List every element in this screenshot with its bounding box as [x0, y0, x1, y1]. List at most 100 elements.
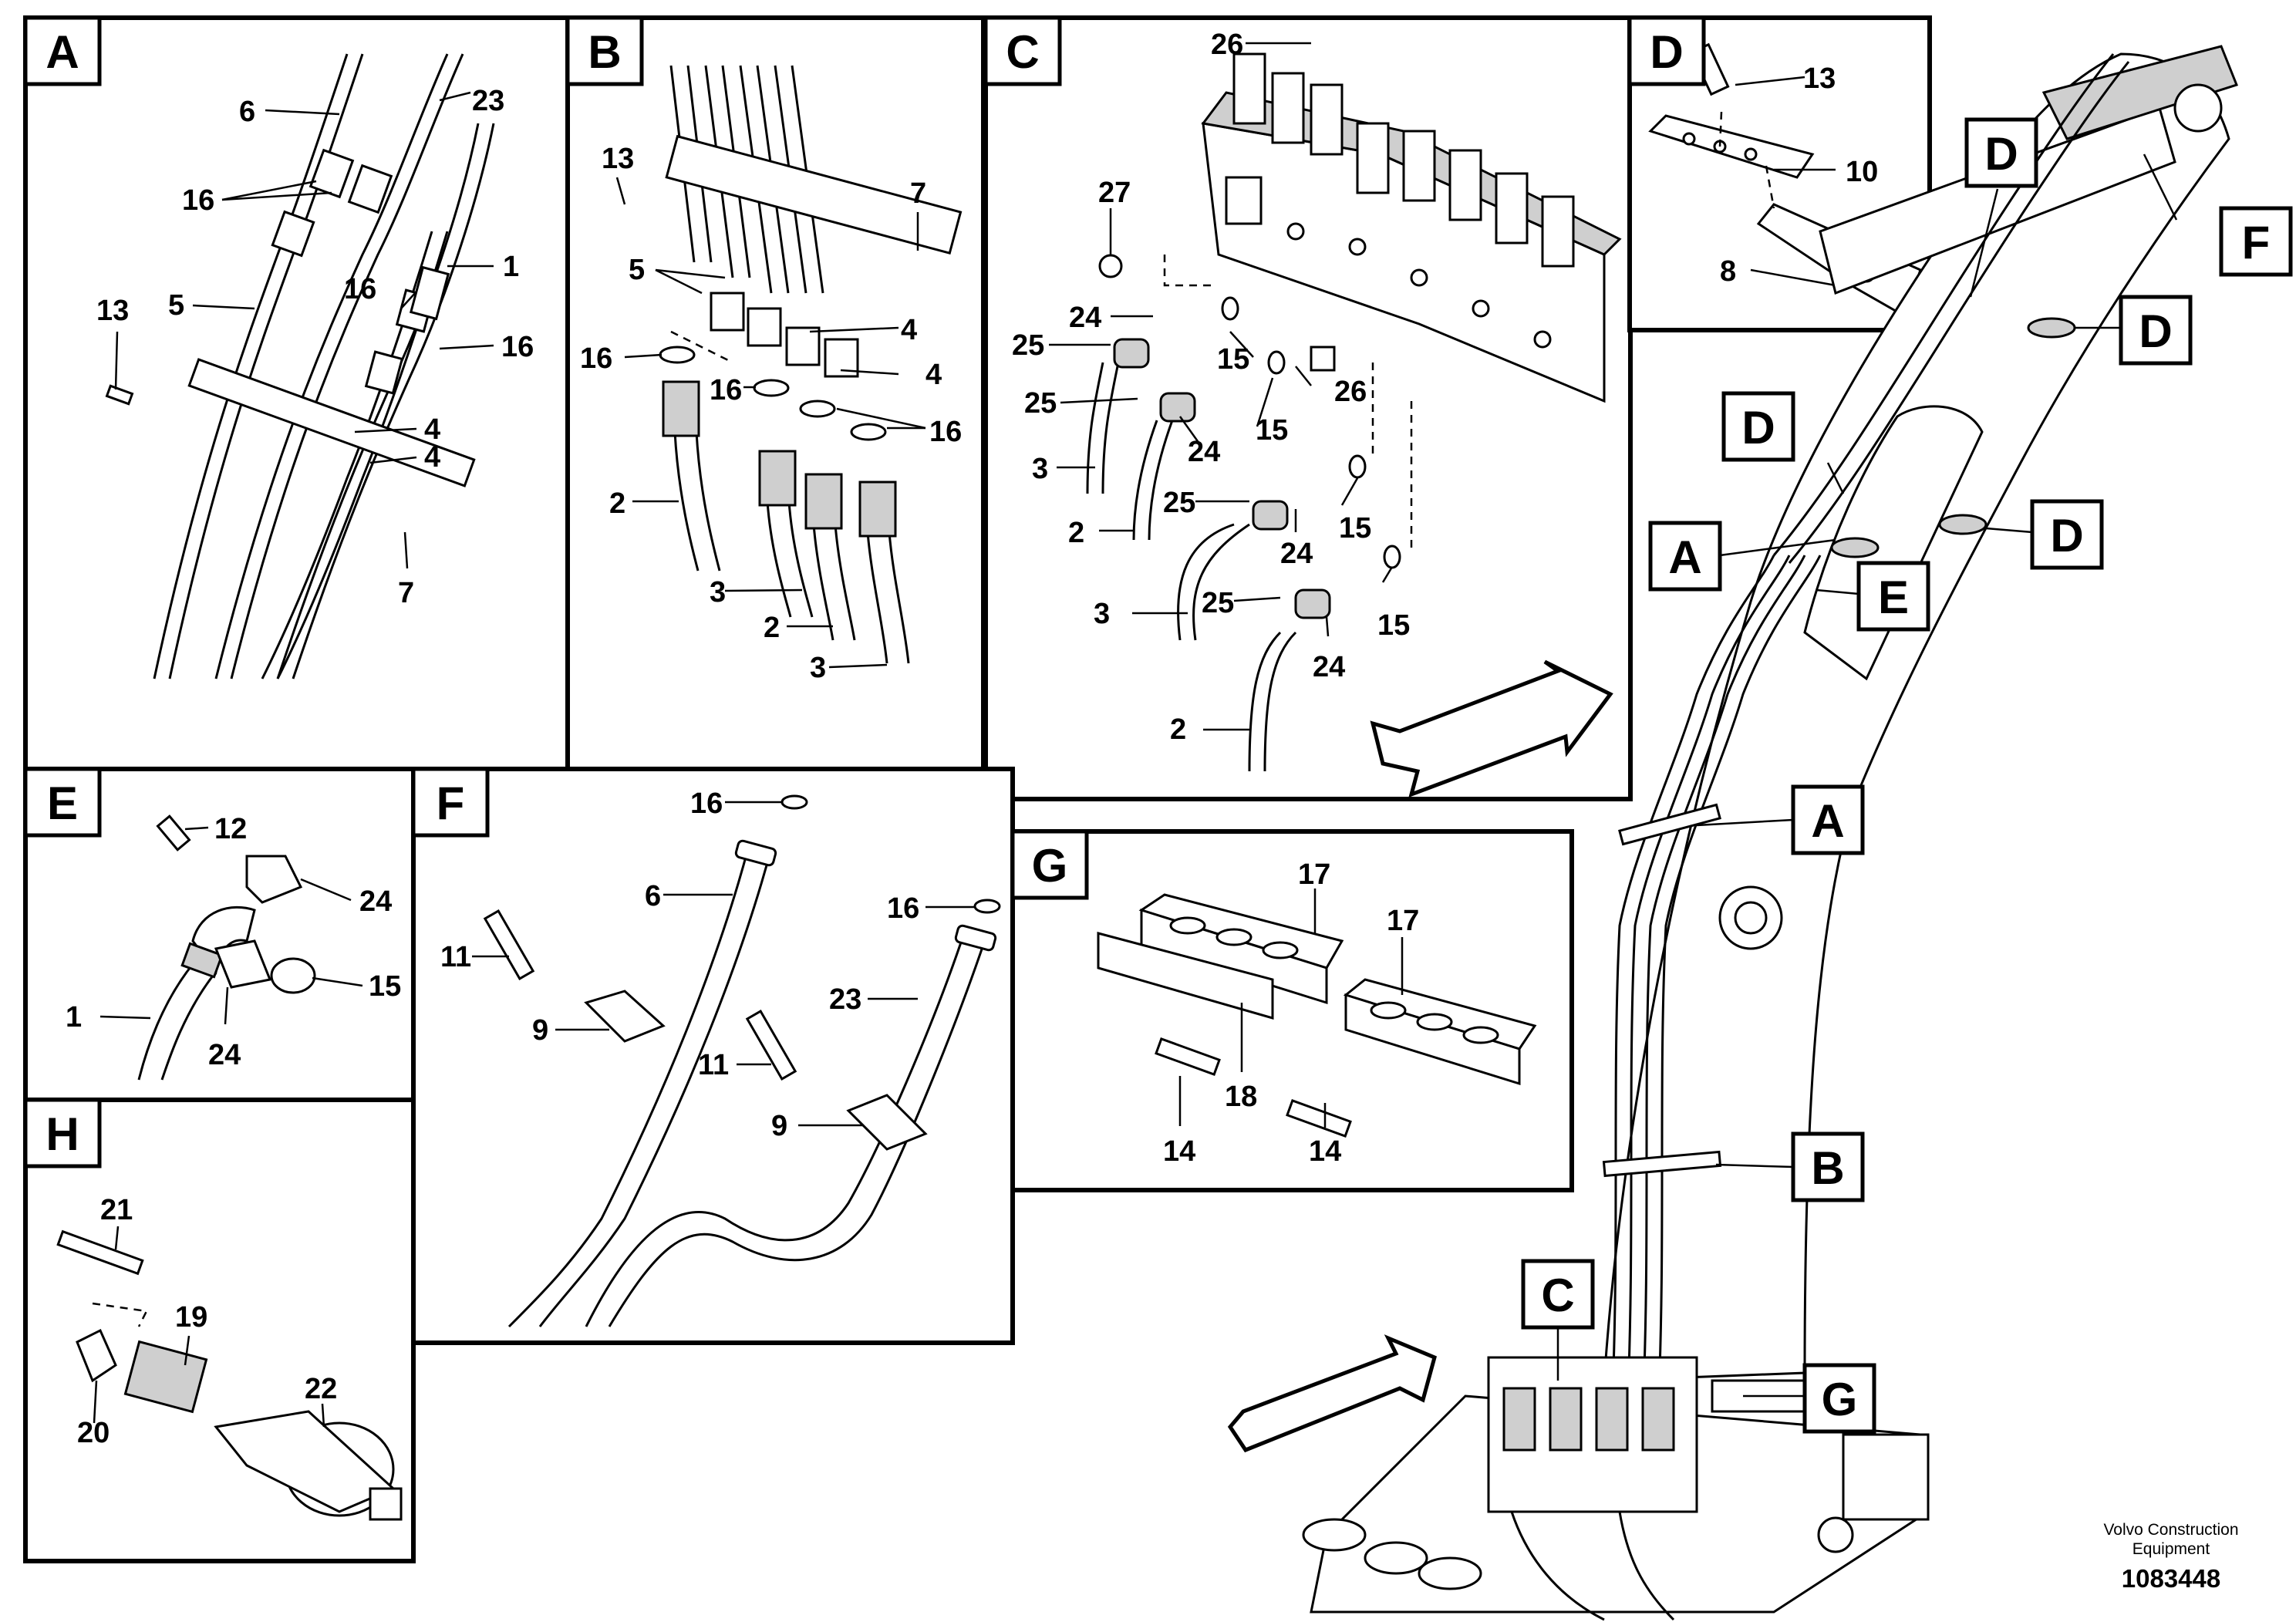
callout-label: 16: [501, 331, 534, 363]
callout-label: 11: [440, 941, 471, 973]
panel-f-tag: F: [437, 777, 465, 829]
callout-label: 16: [690, 787, 723, 820]
callout-label: 24: [1313, 651, 1345, 683]
panel-b: 13 7 5 16 16 4 4 16 2 3 2 3 B: [565, 15, 986, 771]
callout-label: 24: [208, 1039, 241, 1071]
panel-g-parts: [1097, 893, 1537, 1138]
overview-tags: D F D D A D E A B C G: [1521, 117, 2293, 1434]
overview-tag-g: G: [1822, 1374, 1858, 1425]
machine-overview: D F D D A D E A B C G: [1227, 45, 2293, 1621]
panel-c-hoses: [1086, 254, 1413, 772]
callout-label: 16: [929, 416, 962, 448]
callout-label: 15: [1256, 414, 1288, 447]
panel-f: 16 6 16 11 9 23 11 9 F: [411, 767, 1015, 1345]
callout-label: 6: [239, 96, 255, 128]
callout-label: 9: [771, 1110, 787, 1142]
callout-label: 13: [602, 143, 634, 175]
panel-g-tag: G: [1032, 840, 1068, 892]
callout-label: 23: [472, 85, 504, 117]
callout-label: 7: [910, 177, 926, 210]
overview-tag-d: D: [2050, 510, 2083, 561]
panel-h-tag: H: [46, 1108, 79, 1160]
panel-e-tag: E: [47, 777, 78, 829]
callout-label: 1: [66, 1001, 82, 1034]
callout-label: 16: [710, 374, 742, 406]
callout-label: 3: [1094, 598, 1110, 630]
overview-tag-f: F: [2242, 217, 2271, 268]
overview-tag-b: B: [1811, 1142, 1844, 1194]
callout-label: 10: [1846, 156, 1878, 188]
overview-direction-arrow: [1227, 1334, 1437, 1453]
callout-label: 23: [829, 983, 861, 1016]
callout-label: 21: [100, 1194, 133, 1226]
panel-e-leaders: [99, 826, 363, 1025]
callout-label: 16: [580, 342, 612, 375]
panel-e-callouts: 12 24 1 24 15: [66, 813, 401, 1071]
callout-label: 2: [609, 487, 625, 520]
panel-d-leaders: [1735, 76, 1836, 287]
panel-c-direction-arrow: [1370, 659, 1613, 798]
callout-label: 15: [1217, 343, 1249, 376]
callout-label: 22: [305, 1373, 337, 1405]
callout-label: 25: [1012, 329, 1044, 362]
panel-g: 17 17 14 18 14 G: [1010, 829, 1574, 1192]
panel-h-leaders: [93, 1226, 325, 1428]
panel-b-hoses: [659, 65, 963, 664]
panel-f-leaders: [472, 801, 976, 1127]
overview-tag-d: D: [1984, 128, 2018, 180]
callout-label: 3: [810, 652, 826, 684]
machine-base: [1302, 1356, 1930, 1621]
callout-label: 5: [168, 289, 184, 322]
callout-label: 8: [1720, 255, 1736, 288]
callout-label: 13: [1803, 62, 1836, 95]
panel-b-tag: B: [588, 26, 621, 78]
callout-label: 20: [77, 1417, 110, 1449]
callout-label: 4: [424, 413, 440, 446]
overview-tag-a: A: [1668, 531, 1701, 583]
callout-label: 27: [1098, 177, 1131, 209]
callout-label: 16: [887, 892, 919, 925]
callout-label: 14: [1309, 1135, 1341, 1168]
brand-name-line1: Volvo Construction: [2103, 1521, 2238, 1539]
callout-label: 2: [1068, 517, 1084, 549]
panel-a-callouts: 6 23 16 1 16 5 13 16 4 4 7: [96, 85, 534, 609]
callout-label: 25: [1163, 487, 1195, 519]
panel-h: 21 19 22 20 H: [23, 1098, 416, 1563]
callout-label: 3: [1032, 453, 1048, 485]
callout-label: 15: [1377, 609, 1410, 642]
callout-label: 7: [398, 577, 414, 609]
callout-label: 16: [182, 184, 214, 217]
callout-label: 12: [214, 813, 247, 845]
callout-label: 1: [503, 251, 519, 283]
panel-g-callouts: 17 17 14 18 14: [1163, 858, 1419, 1168]
callout-label: 25: [1024, 387, 1057, 420]
callout-label: 15: [369, 970, 401, 1003]
callout-label: 9: [532, 1014, 548, 1047]
panel-b-callouts: 13 7 5 16 16 4 4 16 2 3 2 3: [580, 143, 962, 684]
panel-f-callouts: 16 6 16 11 9 23 11 9: [440, 787, 919, 1142]
panel-b-leaders: [615, 177, 926, 669]
panel-e-parts: [137, 814, 316, 1081]
callout-label: 19: [175, 1301, 207, 1334]
callout-label: 25: [1202, 587, 1234, 619]
callout-label: 13: [96, 295, 129, 327]
panel-d-callouts: 13 10 8: [1720, 62, 1878, 288]
panel-h-parts: [56, 1229, 403, 1521]
callout-label: 17: [1387, 905, 1419, 937]
callout-label: 4: [925, 359, 942, 391]
panel-f-parts: [483, 794, 1001, 1328]
overview-tag-c: C: [1541, 1270, 1574, 1321]
overview-tag-a: A: [1811, 795, 1844, 847]
panel-a-leaders: [114, 91, 494, 569]
callout-label: 24: [359, 885, 392, 918]
callout-label: 15: [1339, 512, 1371, 545]
panel-a: 6 23 16 1 16 5 13 16 4 4 7 A: [23, 15, 570, 771]
panel-h-callouts: 21 19 22 20: [77, 1194, 337, 1449]
callout-label: 6: [645, 880, 661, 912]
panel-c-leaders: [1049, 42, 1394, 731]
callout-label: 2: [1170, 713, 1186, 746]
panel-g-leaders: [1178, 889, 1404, 1128]
hose-bundle: [1610, 53, 2130, 1412]
callout-label: 26: [1334, 376, 1367, 408]
